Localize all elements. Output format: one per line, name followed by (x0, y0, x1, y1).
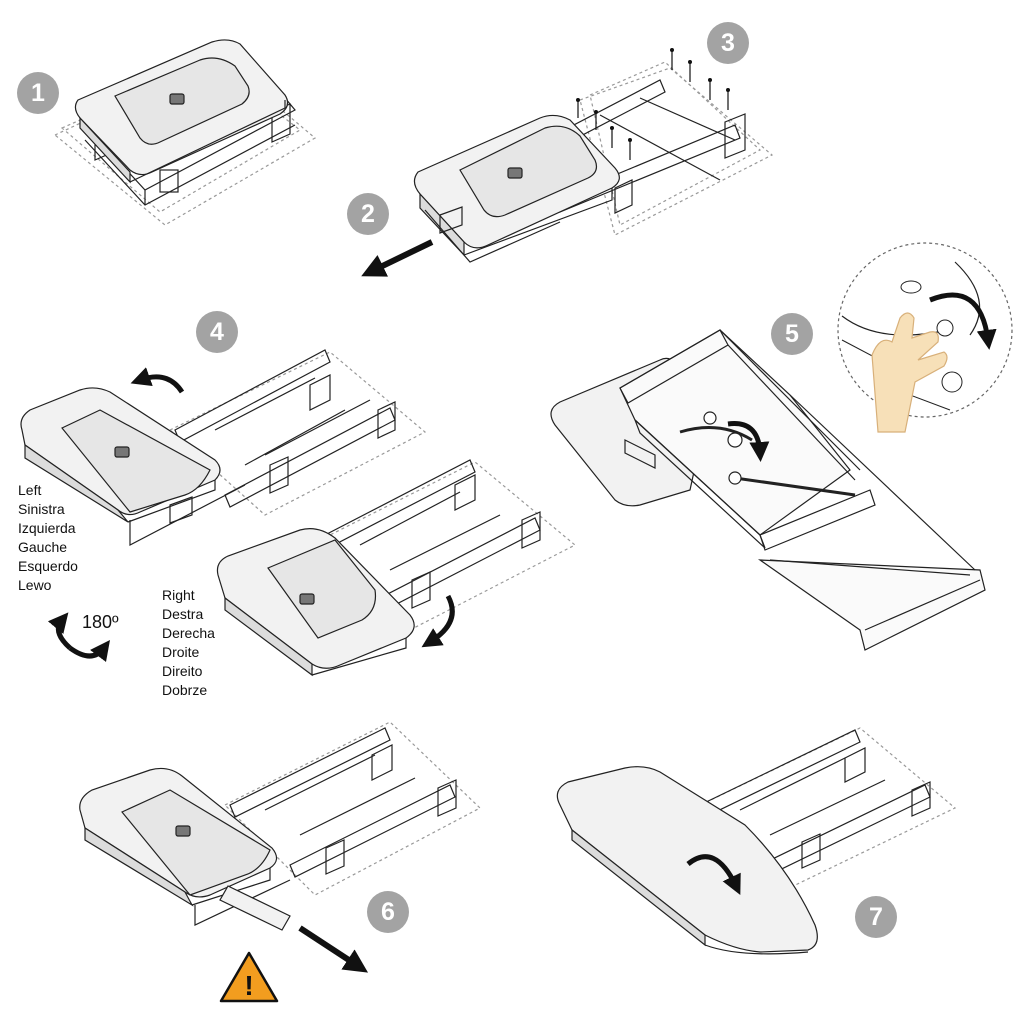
warning-symbol: ! (244, 970, 253, 1001)
step-badge-6: 6 (367, 891, 409, 933)
warning-icon: ! (219, 951, 279, 1003)
step-4-left-illustration (20, 349, 427, 546)
rotate-left-arrow-icon (130, 367, 185, 394)
turn-knob-arrow-icon (727, 421, 770, 462)
detail-magnifier (837, 242, 1013, 433)
pull-rail-arrow-icon (298, 925, 369, 973)
left-label: Gauche (18, 539, 68, 555)
step-1-illustration (53, 39, 317, 226)
rotation-label: 180º (82, 612, 119, 632)
step-badge-4: 4 (196, 311, 238, 353)
right-orientation-labels: Right Destra Derecha Droite Direito Dobr… (162, 586, 215, 700)
left-label: Esquerdo (18, 558, 78, 574)
step-badge-5: 5 (771, 313, 813, 355)
right-label: Direito (162, 663, 203, 679)
left-label: Sinistra (18, 501, 65, 517)
right-label: Derecha (162, 625, 215, 641)
pull-out-arrow-icon (361, 239, 434, 277)
right-label: Destra (162, 606, 204, 622)
flip-board-arrow-icon (686, 854, 741, 896)
right-label: Right (162, 587, 195, 603)
left-orientation-labels: Left Sinistra Izquierda Gauche Esquerdo … (18, 481, 78, 595)
rotate-180-icon (47, 612, 111, 663)
right-label: Dobrze (162, 682, 208, 698)
step-badge-1: 1 (17, 72, 59, 114)
rotate-right-arrow-icon (421, 594, 455, 648)
step-6-illustration (79, 721, 482, 931)
step-7-illustration (556, 727, 957, 955)
step-badge-7: 7 (855, 896, 897, 938)
left-label: Left (18, 482, 42, 498)
right-label: Droite (162, 644, 200, 660)
step-badge-2: 2 (347, 193, 389, 235)
step-2-3-illustration (413, 48, 774, 263)
left-label: Izquierda (18, 520, 76, 536)
step-4-right-illustration (216, 459, 577, 677)
rotate-cw-arrow-icon (929, 292, 997, 350)
step-5-illustration (550, 329, 986, 651)
step-badge-3: 3 (707, 22, 749, 64)
left-label: Lewo (18, 577, 52, 593)
